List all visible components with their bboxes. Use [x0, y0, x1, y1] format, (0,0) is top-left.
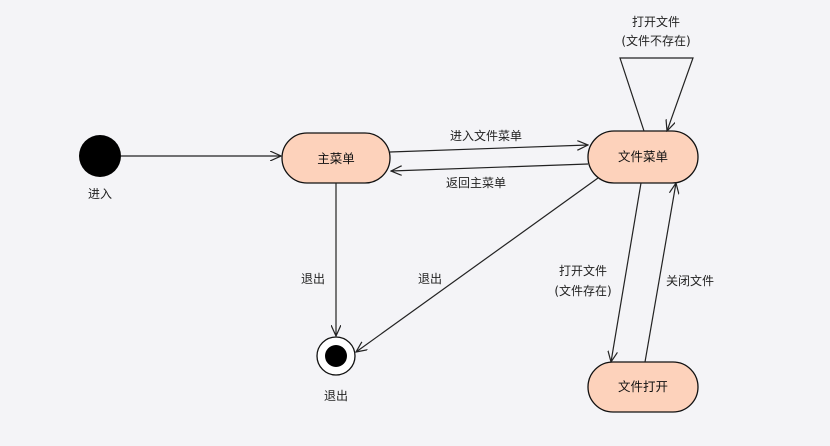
initial-state: 进入	[79, 135, 121, 201]
transition-file-open-to-file-menu	[644, 183, 676, 363]
label-close-file: 关闭文件	[666, 273, 714, 288]
state-file-menu-label: 文件菜单	[618, 149, 668, 164]
transition-file-menu-to-main	[391, 163, 589, 171]
state-file-menu: 文件菜单	[587, 130, 699, 184]
state-file-open-box	[587, 361, 699, 413]
state-main-menu-label: 主菜单	[317, 151, 355, 166]
transition-file-menu-self-loop	[619, 57, 694, 131]
transition-main-to-file-menu	[389, 145, 588, 153]
state-file-menu-box	[587, 130, 699, 184]
label-open-file-exists-line2: (文件存在)	[554, 283, 611, 298]
state-file-open-label: 文件打开	[618, 379, 668, 394]
label-open-file-exists-line1: 打开文件	[559, 263, 607, 278]
state-file-open: 文件打开	[587, 361, 699, 413]
initial-state-dot	[79, 135, 121, 177]
transition-file-menu-to-file-open	[611, 182, 642, 362]
label-return-main-menu: 返回主菜单	[446, 176, 506, 190]
final-state: 退出	[316, 336, 356, 403]
label-open-file-missing-line1: 打开文件	[632, 14, 680, 29]
label-exit-from-file: 退出	[418, 272, 442, 286]
initial-state-label: 进入	[88, 187, 112, 201]
final-state-dot	[325, 345, 347, 367]
state-main-menu: 主菜单	[281, 132, 391, 184]
label-enter-file-menu: 进入文件菜单	[450, 128, 522, 143]
transition-file-menu-to-final	[356, 177, 599, 352]
label-open-file-missing-line2: (文件不存在)	[621, 33, 690, 48]
final-state-label: 退出	[324, 389, 348, 403]
label-exit-from-main: 退出	[301, 272, 325, 286]
